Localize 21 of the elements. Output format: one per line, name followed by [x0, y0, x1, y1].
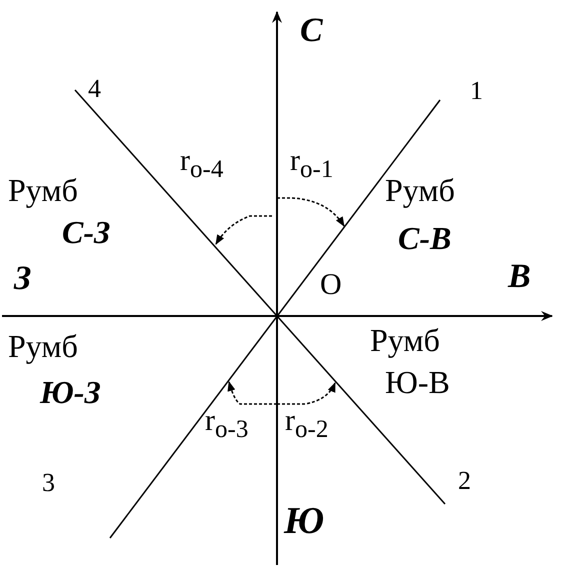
direction-letter: В — [508, 260, 531, 294]
direction-letter: Ю — [284, 502, 324, 540]
quadrant-name: С-З — [62, 216, 110, 248]
line-number: 3 — [42, 470, 55, 496]
direction-letter: С — [300, 14, 323, 48]
line-number: 1 — [470, 78, 483, 104]
quadrant-name: Ю-З — [40, 376, 101, 408]
angle-label: r$_{о-1}$ — [290, 146, 334, 182]
line-number: 4 — [88, 76, 101, 102]
angle-label: r$_{о-2}$ — [285, 406, 328, 442]
rhumb-label: Румб — [385, 174, 455, 206]
rhumb-label: Румб — [8, 174, 78, 206]
rhumb-label: Румб — [8, 330, 78, 362]
direction-letter: З — [14, 262, 32, 296]
rhumb-label: Румб — [370, 324, 440, 356]
line-number: 2 — [458, 468, 471, 494]
origin-label: О — [320, 270, 342, 300]
angle-label: r$_{о-3}$ — [205, 406, 248, 442]
angle-label: r$_{о-4}$ — [180, 146, 224, 182]
quadrant-name: Ю-В — [385, 366, 450, 398]
quadrant-name: С-В — [398, 222, 452, 254]
